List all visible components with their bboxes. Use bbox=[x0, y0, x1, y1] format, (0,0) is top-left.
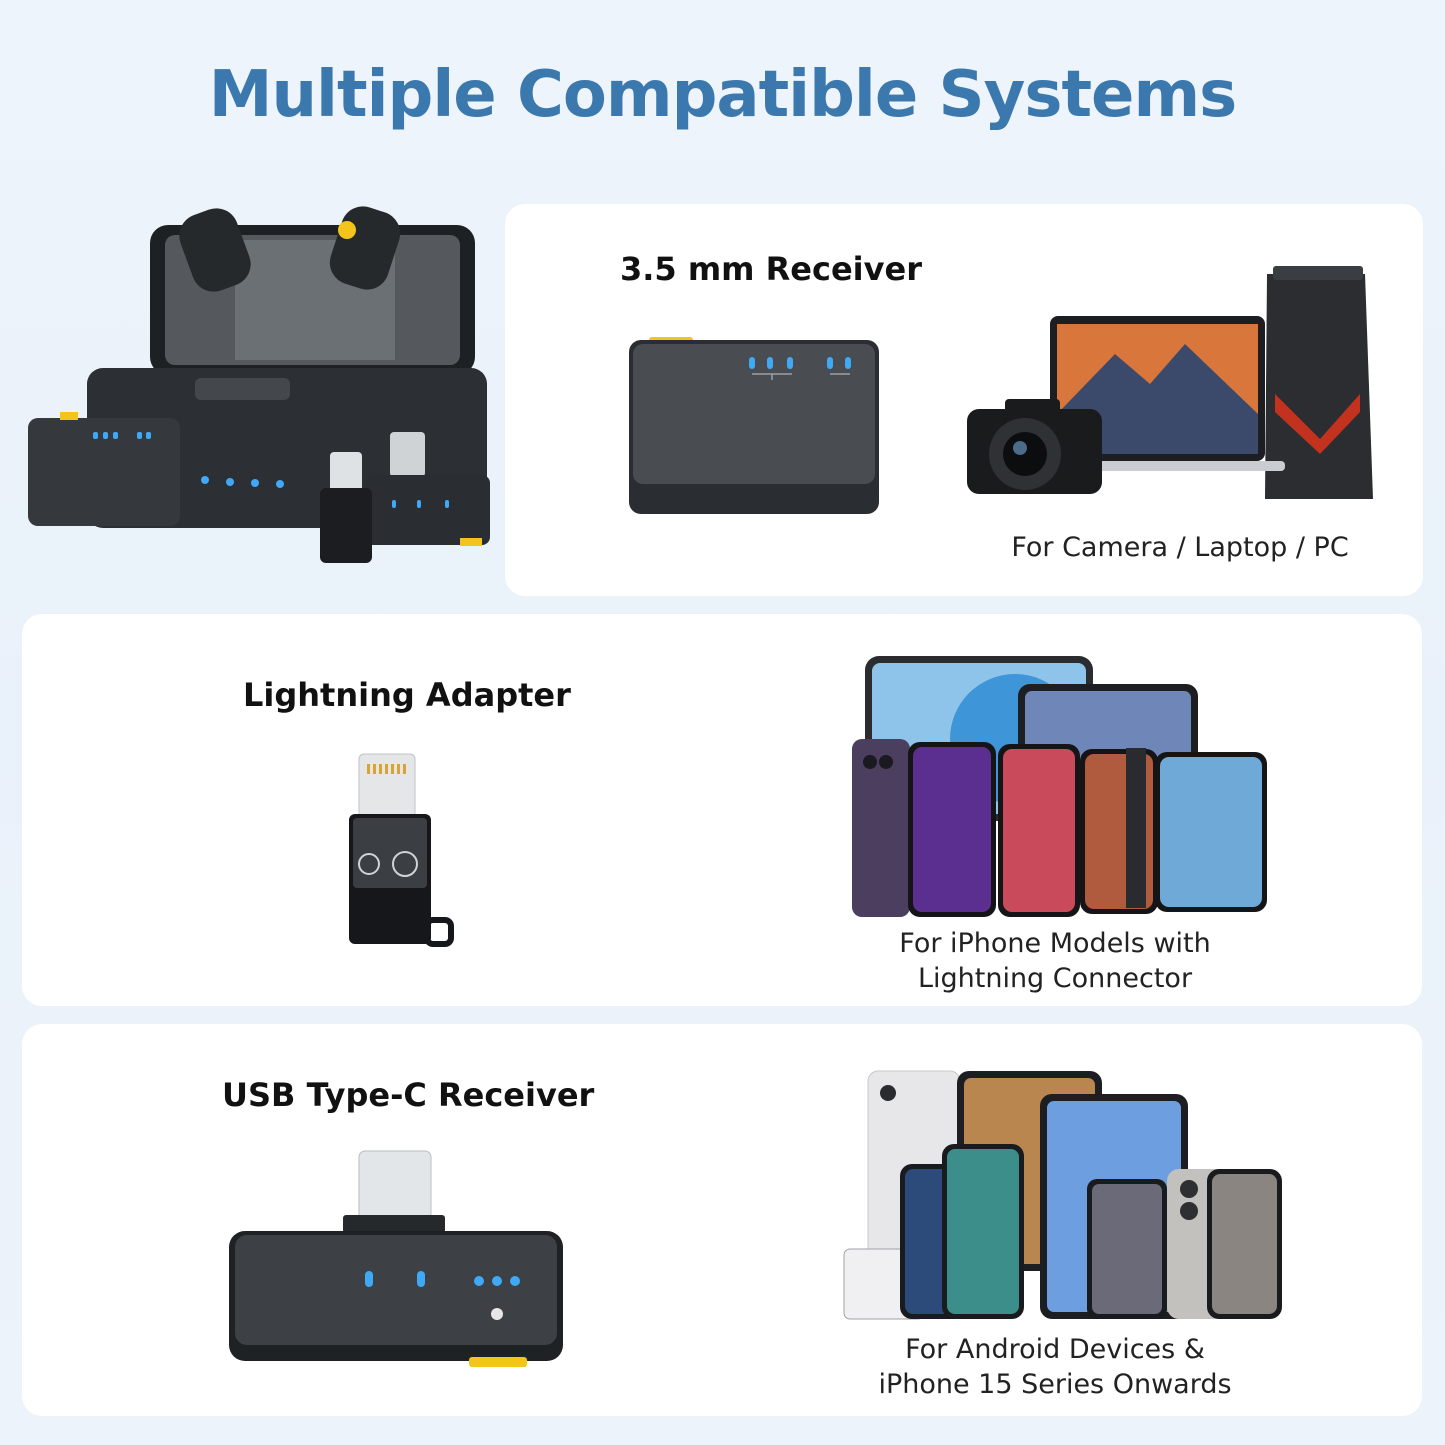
caption-line: iPhone 15 Series Onwards bbox=[878, 1369, 1232, 1400]
caption-line: For Android Devices & bbox=[905, 1334, 1205, 1365]
section-caption: For Camera / Laptop / PC bbox=[945, 530, 1415, 565]
section-heading: USB Type-C Receiver bbox=[222, 1076, 595, 1114]
section-caption: For Android Devices & iPhone 15 Series O… bbox=[830, 1332, 1280, 1402]
section-card-receiver-35mm: 3.5 mm Receiver For Camera / Laptop / PC bbox=[505, 204, 1423, 596]
product-kit-image bbox=[28, 206, 490, 563]
page-title: Multiple Compatible Systems bbox=[208, 58, 1237, 132]
caption-line: For iPhone Models with bbox=[899, 928, 1211, 959]
section-heading: 3.5 mm Receiver bbox=[620, 250, 922, 288]
section-card-lightning-adapter: Lightning Adapter Fo bbox=[22, 614, 1422, 1006]
iphone-devices-image bbox=[852, 656, 1267, 917]
caption-line: For Camera / Laptop / PC bbox=[1011, 532, 1349, 563]
caption-line: Lightning Connector bbox=[917, 963, 1193, 994]
section-caption: For iPhone Models with Lightning Connect… bbox=[830, 926, 1280, 996]
lightning-adapter-image bbox=[349, 753, 454, 947]
section-heading: Lightning Adapter bbox=[243, 676, 571, 714]
camera-laptop-pc-image bbox=[967, 266, 1373, 499]
section-card-usb-type-c-receiver: USB Type-C Receiver For Andro bbox=[22, 1024, 1422, 1416]
receiver-35mm-image bbox=[629, 337, 879, 514]
usb-type-c-receiver-image bbox=[229, 1150, 563, 1367]
android-devices-image bbox=[843, 1070, 1282, 1320]
